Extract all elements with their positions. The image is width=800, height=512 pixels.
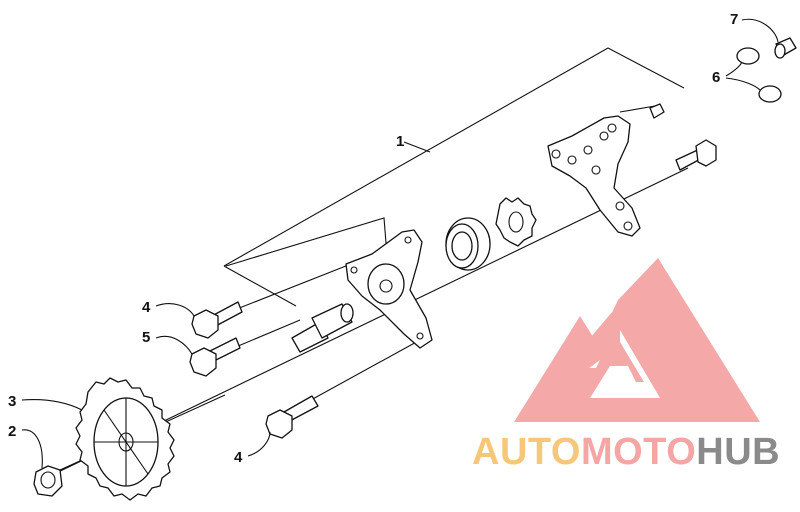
callout-7: 7 — [730, 11, 738, 28]
watermark-hub: HUB — [696, 431, 780, 473]
callouts: 1 7 6 4 5 3 2 4 — [8, 11, 779, 469]
hex-nut — [33, 465, 63, 497]
callout-5: 5 — [142, 329, 150, 346]
callout-1: 1 — [396, 133, 404, 150]
callout-4-upper: 4 — [142, 299, 151, 316]
sprocket-gear — [75, 377, 175, 501]
pump-body-lower — [345, 229, 433, 349]
inner-gear — [495, 197, 537, 247]
plug — [774, 37, 797, 59]
callout-2: 2 — [8, 423, 16, 440]
watermark-logo — [514, 258, 760, 422]
callout-4-lower: 4 — [234, 449, 243, 466]
o-rings — [736, 47, 782, 103]
dowel-pin — [649, 103, 665, 119]
bolt-middle — [189, 337, 241, 377]
callout-6: 6 — [712, 69, 720, 86]
pump-cover-plate — [547, 115, 641, 237]
watermark-moto: MOTO — [581, 431, 696, 473]
rotor-ring — [445, 217, 491, 271]
watermark-text: AUTOMOTOHUB — [472, 431, 780, 473]
bolt-upper — [191, 301, 243, 339]
watermark-auto: AUTO — [472, 431, 581, 473]
bolt-lower — [265, 395, 319, 439]
callout-3: 3 — [8, 393, 16, 410]
pump-shaft — [291, 303, 354, 353]
bolt-right — [675, 139, 717, 171]
